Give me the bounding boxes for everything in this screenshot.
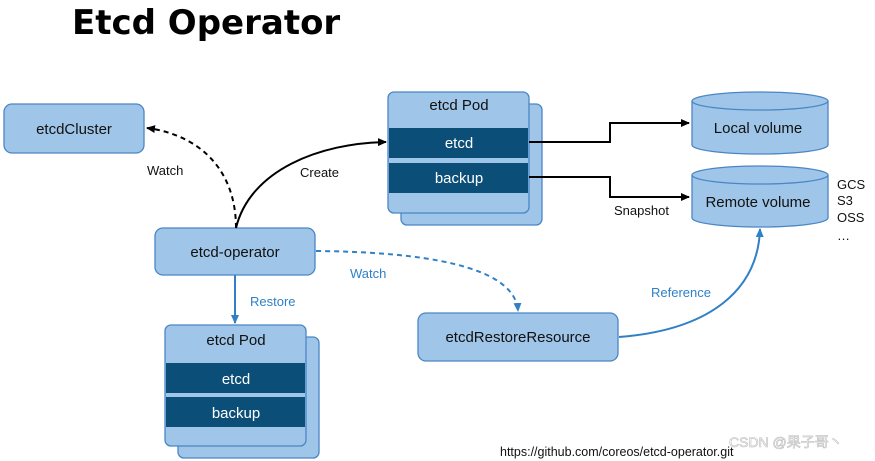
watch-cluster-label: Watch bbox=[147, 163, 183, 178]
pod-top-title: etcd Pod bbox=[429, 97, 488, 114]
etcd-operator-label: etcd-operator bbox=[190, 244, 279, 261]
watermark: CSDN @果子哥丶 bbox=[729, 434, 843, 450]
snapshot-edge bbox=[529, 176, 690, 201]
storage-item: GCS bbox=[837, 177, 866, 192]
restore-resource-node: etcdRestoreResource bbox=[417, 312, 619, 362]
storage-item: OSS bbox=[837, 210, 865, 225]
watch-restore-label: Watch bbox=[350, 266, 386, 281]
local-volume-edge bbox=[529, 119, 690, 143]
etcd-cluster-label: etcdCluster bbox=[36, 121, 112, 138]
page-title: Etcd Operator bbox=[72, 3, 340, 43]
local-volume-node: Local volume bbox=[691, 91, 829, 155]
reference-edge bbox=[618, 228, 764, 338]
etcd-operator-node: etcd-operator bbox=[154, 227, 316, 276]
pod-top-etcd-label: etcd bbox=[445, 135, 473, 152]
watch-restore-edge bbox=[315, 250, 522, 312]
pod-bottom-backup-label: backup bbox=[212, 405, 260, 422]
snapshot-label: Snapshot bbox=[614, 203, 669, 218]
storage-item: S3 bbox=[837, 193, 853, 208]
footer-url: https://github.com/coreos/etcd-operator.… bbox=[500, 445, 734, 459]
create-edge bbox=[235, 138, 387, 229]
watch-cluster-edge bbox=[146, 125, 237, 229]
local-volume-label: Local volume bbox=[714, 120, 802, 137]
pod-bottom-etcd-label: etcd bbox=[222, 371, 250, 388]
restore-resource-label: etcdRestoreResource bbox=[445, 329, 590, 346]
restore-label: Restore bbox=[250, 294, 296, 309]
remote-volume-node: Remote volume bbox=[691, 165, 829, 228]
reference-label: Reference bbox=[651, 285, 711, 300]
storage-list: GCS S3 OSS … bbox=[837, 177, 866, 243]
create-label: Create bbox=[300, 165, 339, 180]
etcd-cluster-node: etcdCluster bbox=[3, 103, 145, 154]
etcd-pod-top: etcd Pod etcd backup bbox=[387, 91, 543, 226]
pod-bottom-title: etcd Pod bbox=[206, 332, 265, 349]
remote-volume-label: Remote volume bbox=[705, 194, 810, 211]
storage-item: … bbox=[837, 228, 850, 243]
etcd-pod-bottom: etcd Pod etcd backup bbox=[164, 324, 320, 459]
pod-top-backup-label: backup bbox=[435, 170, 483, 187]
